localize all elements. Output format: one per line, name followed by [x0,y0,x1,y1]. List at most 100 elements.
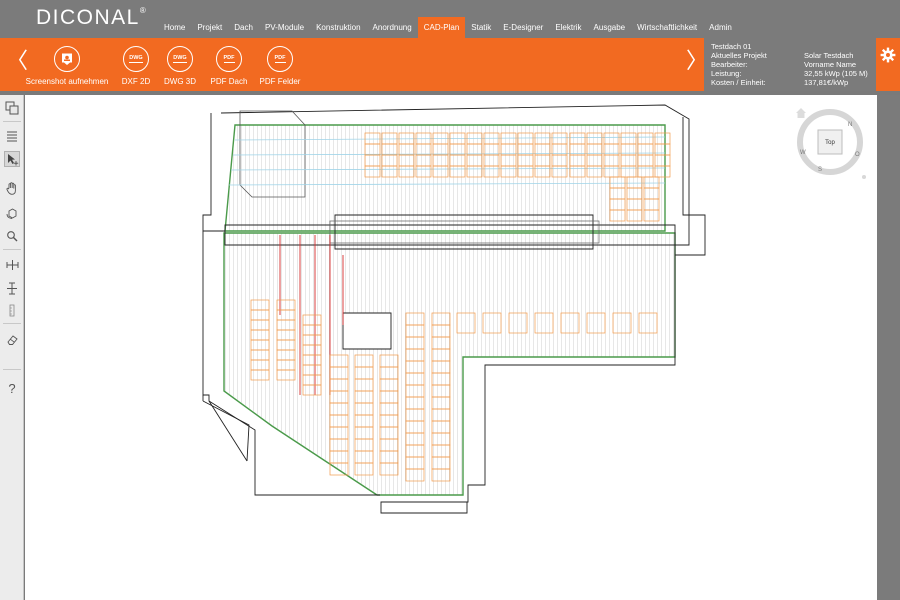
pv-module[interactable] [302,384,322,396]
pv-module[interactable] [381,165,398,178]
toolbar-prev-arrow-icon[interactable]: 〈 [6,48,29,73]
ruler-tool[interactable] [4,302,20,318]
pv-module[interactable] [517,165,534,178]
pv-module[interactable] [329,462,349,476]
screenshot-button[interactable]: Screenshot aufnehmen [24,46,110,86]
roof-surface[interactable] [223,232,676,496]
dwg-3d-label: DWG 3D [164,77,196,86]
nav-item-anordnung[interactable]: Anordnung [372,23,412,32]
pdf-dach-button[interactable]: PDF PDF Dach [208,46,250,86]
pv-module[interactable] [638,312,658,334]
roof-plan-drawing[interactable]: N O S W Top [25,95,877,600]
main-menu: Home Projekt Dach PV-Module Konstruktion Anor… [158,17,738,38]
pdf-dach-badge: PDF [223,55,235,63]
module-field[interactable] [609,176,660,222]
pan-tool[interactable] [4,180,20,196]
layers-tool[interactable] [4,100,20,116]
pv-module[interactable] [354,462,374,476]
pv-module[interactable] [483,165,500,178]
compass-west: W [800,150,806,156]
module-field[interactable] [569,132,671,178]
brand-name: DICONAL [36,6,140,29]
module-field[interactable] [456,312,658,334]
pv-module[interactable] [398,165,415,178]
cad-drawing-canvas[interactable]: N O S W Top [25,95,877,600]
pdf-file-icon: PDF [216,46,242,72]
pv-module[interactable] [431,468,451,482]
pv-module[interactable] [560,312,580,334]
diconal-logo: DICONAL® [36,6,146,30]
pv-module[interactable] [626,209,643,222]
module-field[interactable] [302,314,322,396]
pv-module[interactable] [276,369,296,381]
pv-module[interactable] [449,165,466,178]
select-move-icon [7,153,18,165]
pv-module[interactable] [405,468,425,482]
pv-module[interactable] [250,369,270,381]
nav-item-admin[interactable]: Admin [709,23,732,32]
pv-module[interactable] [609,209,626,222]
view-cube-top-face[interactable] [817,129,843,155]
nav-item-statik[interactable]: Statik [471,23,492,32]
nav-item-konstruktion[interactable]: Konstruktion [316,23,361,32]
pv-module[interactable] [466,165,483,178]
nav-item-pv-module[interactable]: PV-Module [264,23,305,32]
rotate-tool[interactable] [4,205,20,221]
pv-module[interactable] [379,462,399,476]
eraser-tool[interactable] [4,332,20,348]
module-field[interactable] [405,312,425,482]
module-field[interactable] [379,354,399,476]
view-cube-widget[interactable]: N O S W Top [797,109,863,175]
pdf-felder-label: PDF Felder [259,77,301,86]
pv-module[interactable] [432,165,449,178]
compass-east: O [855,152,860,158]
pv-module[interactable] [654,165,671,178]
nav-item-cad-plan[interactable]: CAD-Plan [417,17,466,38]
nav-item-dach[interactable]: Dach [234,23,253,32]
pv-module[interactable] [534,312,554,334]
settings-button[interactable] [877,44,899,66]
module-field[interactable] [431,312,451,482]
info-value: 32,55 kWp (105 M) [804,69,868,78]
pv-module[interactable] [586,312,606,334]
pv-module[interactable] [482,312,502,334]
measure-horizontal-tool[interactable] [4,257,20,273]
measure-vertical-tool[interactable] [4,280,20,296]
home-view-icon[interactable] [796,108,806,118]
module-field[interactable] [329,354,349,476]
nav-item-ausgabe[interactable]: Ausgabe [593,23,626,32]
help-icon[interactable]: ? [8,380,16,396]
nav-item-wirtschaftlichkeit[interactable]: Wirtschaftlichkeit [637,23,698,32]
pv-module[interactable] [551,165,568,178]
module-field[interactable] [354,354,374,476]
info-value: 137,81€/kWp [804,78,849,87]
building-outline [202,104,706,514]
list-tool[interactable] [4,128,20,144]
dwg-3d-button[interactable]: DWG DWG 3D [162,46,198,86]
nav-item-e-designer[interactable]: E-Designer [503,23,544,32]
upper-roof-surface[interactable] [224,124,666,232]
compass-north: N [848,122,852,128]
pv-module[interactable] [415,165,432,178]
pv-module[interactable] [534,165,551,178]
pv-module[interactable] [586,165,603,178]
module-field[interactable] [276,299,296,381]
module-field[interactable] [364,132,568,178]
pv-module[interactable] [612,312,632,334]
zoom-tool[interactable] [4,228,20,244]
select-move-tool[interactable] [4,151,20,167]
module-field[interactable] [250,299,270,381]
nav-item-projekt[interactable]: Projekt [197,23,223,32]
pv-module[interactable] [643,209,660,222]
pv-module[interactable] [508,312,528,334]
toolbar-next-arrow-icon[interactable]: 〉 [686,48,709,73]
pv-module[interactable] [456,312,476,334]
pv-module[interactable] [569,165,586,178]
pv-module[interactable] [364,165,381,178]
nav-item-elektrik[interactable]: Elektrik [555,23,582,32]
nav-item-home[interactable]: Home [164,23,186,32]
dxf-2d-label: DXF 2D [121,77,151,86]
dxf-2d-button[interactable]: DWG DXF 2D [118,46,154,86]
pdf-felder-button[interactable]: PDF PDF Felder [258,46,302,86]
pv-module[interactable] [500,165,517,178]
